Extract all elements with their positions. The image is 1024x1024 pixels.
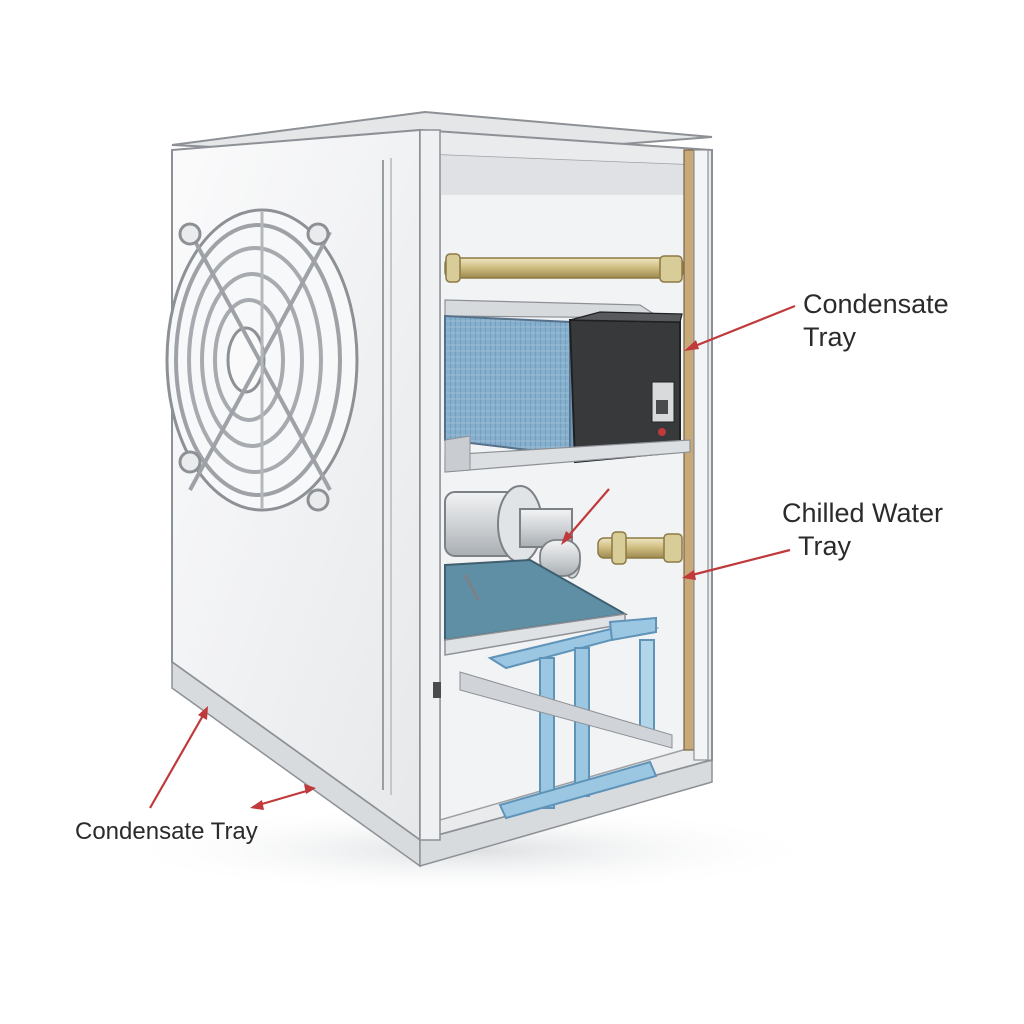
front-post-left (419, 129, 441, 841)
arrow-middle-right (687, 548, 791, 578)
top-pipe (444, 253, 684, 283)
arrow-pump (564, 488, 610, 541)
callout-chilled-water-tray: Chilled Water Tray (782, 497, 943, 563)
arrow-top-right (689, 304, 796, 350)
callout-condensate-tray-top: Condensate Tray (803, 288, 949, 354)
callout-line-1: Condensate (803, 289, 949, 319)
callout-line-1: Condensate Tray (75, 818, 258, 845)
pump-cylinder (444, 485, 581, 579)
arrow-bottom-left (149, 711, 206, 809)
callout-line-1: Chilled Water (782, 498, 944, 528)
callout-line-2: Tray (803, 321, 856, 352)
callout-line-2: Tray (798, 530, 851, 561)
latch-icon (433, 682, 441, 698)
arrow-double (254, 788, 311, 808)
fan-icon (165, 208, 359, 512)
lower-pipe (597, 531, 683, 565)
callout-condensate-tray-bottom: Condensate Tray (75, 817, 258, 846)
callout-arrows (149, 304, 796, 810)
control-box (568, 311, 683, 464)
